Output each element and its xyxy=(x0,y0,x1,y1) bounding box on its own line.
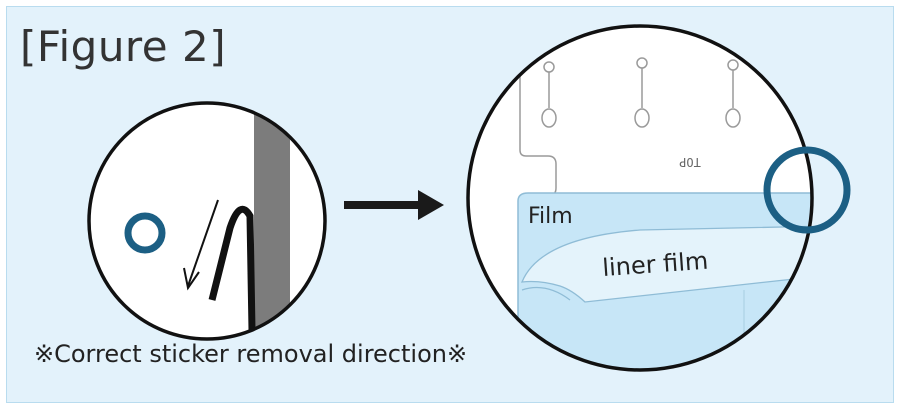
left-detail-circle xyxy=(87,101,327,341)
hook-3 xyxy=(725,59,741,128)
transition-arrow-icon xyxy=(344,190,444,220)
right-detail-circle: TOP Film liner film xyxy=(466,24,814,372)
figure-caption: ※Correct sticker removal direction※ xyxy=(34,340,468,368)
dark-edge-strip xyxy=(254,103,290,339)
figure-title: [Figure 2] xyxy=(20,22,227,71)
correct-circle-icon xyxy=(124,212,166,254)
film-label: Film xyxy=(528,204,573,229)
peeled-sticker-curl xyxy=(208,205,256,331)
highlight-circle-icon xyxy=(763,146,851,234)
removal-direction-arrow-icon xyxy=(183,199,219,291)
hook-1 xyxy=(541,61,557,128)
part-marking: TOP xyxy=(679,155,701,169)
liner-film-layer xyxy=(520,225,812,303)
hook-2 xyxy=(634,57,650,128)
